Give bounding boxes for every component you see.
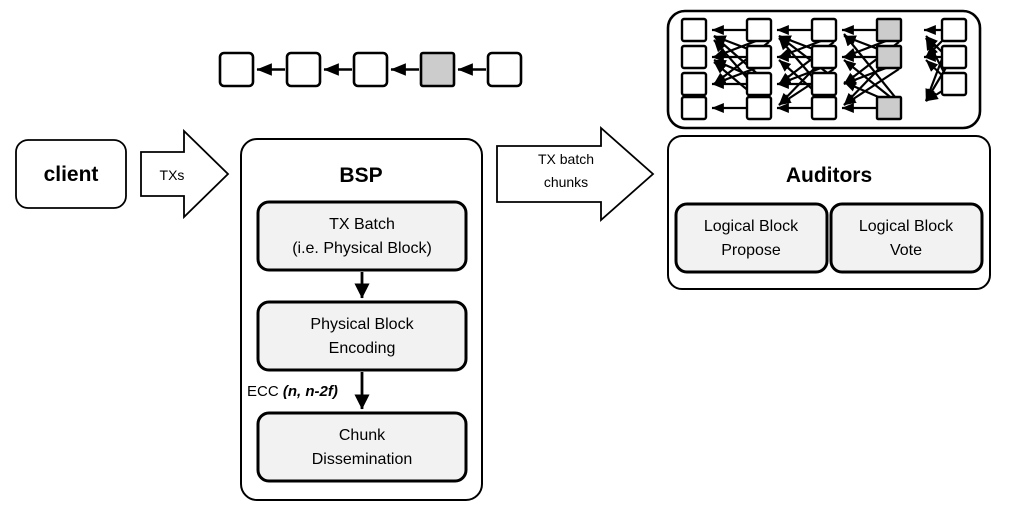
auditor-node (680, 17, 708, 43)
bsp-step-2[interactable]: Physical Block Encoding (256, 300, 468, 372)
auditor-node (680, 95, 708, 121)
block-4 (486, 51, 523, 88)
auditor-node (940, 17, 968, 43)
auditor-node-filled (875, 95, 903, 121)
auditors-box-vote-line1: Logical Block (859, 218, 954, 235)
block-0 (218, 51, 255, 88)
auditor-node-col2 (810, 17, 838, 121)
auditors-group[interactable]: Auditors Logical Block Propose Logical B… (667, 135, 991, 290)
auditor-node (940, 71, 968, 97)
auditor-node-col1 (745, 17, 773, 121)
bsp-step-1-box[interactable] (256, 200, 468, 272)
auditors-box-propose[interactable]: Logical Block Propose (674, 202, 829, 274)
auditors-box-propose-line1: Logical Block (704, 218, 799, 235)
auditor-node-filled (875, 17, 903, 43)
bsp-step-2-box[interactable] (256, 300, 468, 372)
auditor-node (810, 17, 838, 43)
block-2 (352, 51, 389, 88)
auditors-box-propose-line2: Propose (721, 242, 781, 259)
blockchain-group (218, 51, 523, 88)
auditor-node (680, 44, 708, 70)
bsp-edge-label-prefix: ECC (247, 383, 283, 400)
auditors-box-vote-line2: Vote (890, 242, 922, 259)
arrow-client-to-bsp: TXs (140, 128, 230, 220)
auditor-node (810, 71, 838, 97)
bsp-step-1[interactable]: TX Batch (i.e. Physical Block) (256, 200, 468, 272)
auditors-box-vote[interactable]: Logical Block Vote (829, 202, 984, 274)
bsp-step-2-line2: Encoding (329, 340, 396, 357)
client-label: client (44, 163, 99, 186)
bsp-edge-label-emphasis: (n, n-2f) (283, 383, 338, 400)
auditor-node-col0 (680, 17, 708, 121)
bsp-step-3-line2: Dissemination (312, 451, 412, 468)
auditor-node (745, 17, 773, 43)
arrow-bsp-to-auditors-shape (496, 126, 655, 222)
arrow-bsp-to-auditors-line2: chunks (544, 174, 588, 190)
arrow-client-to-bsp-shape (140, 128, 230, 220)
auditor-node-col4 (940, 17, 968, 97)
auditor-node-col3-gray (875, 17, 903, 121)
auditor-node (745, 71, 773, 97)
auditor-node (680, 71, 708, 97)
bsp-step-1-line1: TX Batch (329, 216, 395, 233)
auditors-box-vote-rect[interactable] (829, 202, 984, 274)
block-3-filled (419, 51, 456, 88)
arrow-bsp-to-auditors: TX batch chunks (496, 126, 655, 222)
arrow-bsp-to-auditors-line1: TX batch (538, 151, 594, 167)
auditor-node (745, 44, 773, 70)
auditor-network-group (666, 9, 982, 130)
bsp-step-1-line2: (i.e. Physical Block) (292, 240, 432, 257)
bsp-step-3-box[interactable] (256, 411, 468, 483)
bsp-edge-label: ECC (n, n-2f) (247, 383, 338, 400)
auditor-node (810, 44, 838, 70)
client-box[interactable] (15, 139, 127, 209)
block-1 (285, 51, 322, 88)
bsp-step-3[interactable]: Chunk Dissemination (256, 411, 468, 483)
auditors-box-propose-rect[interactable] (674, 202, 829, 274)
arrow-client-to-bsp-label: TXs (160, 167, 185, 183)
auditors-title: Auditors (786, 164, 872, 187)
auditor-node (940, 44, 968, 70)
auditor-node (810, 95, 838, 121)
bsp-step-3-line1: Chunk (339, 427, 386, 444)
bsp-step-2-line1: Physical Block (310, 316, 414, 333)
auditor-node-filled (875, 44, 903, 70)
client-group[interactable]: client (15, 139, 127, 209)
bsp-group[interactable]: BSP TX Batch (i.e. Physical Block) Physi… (240, 138, 483, 501)
bsp-title: BSP (339, 164, 382, 187)
auditor-node (745, 95, 773, 121)
